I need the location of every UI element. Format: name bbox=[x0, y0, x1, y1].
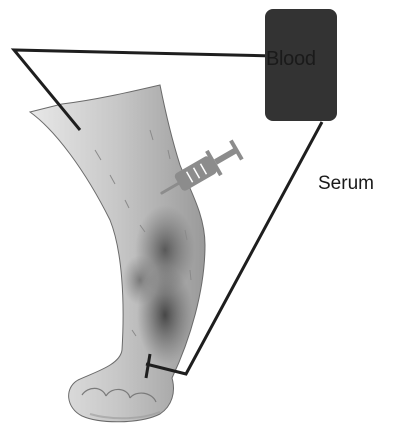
leg-dark-patch-mid bbox=[122, 255, 158, 305]
serum-label: Serum bbox=[318, 173, 374, 195]
blood-label: Blood bbox=[266, 48, 340, 71]
